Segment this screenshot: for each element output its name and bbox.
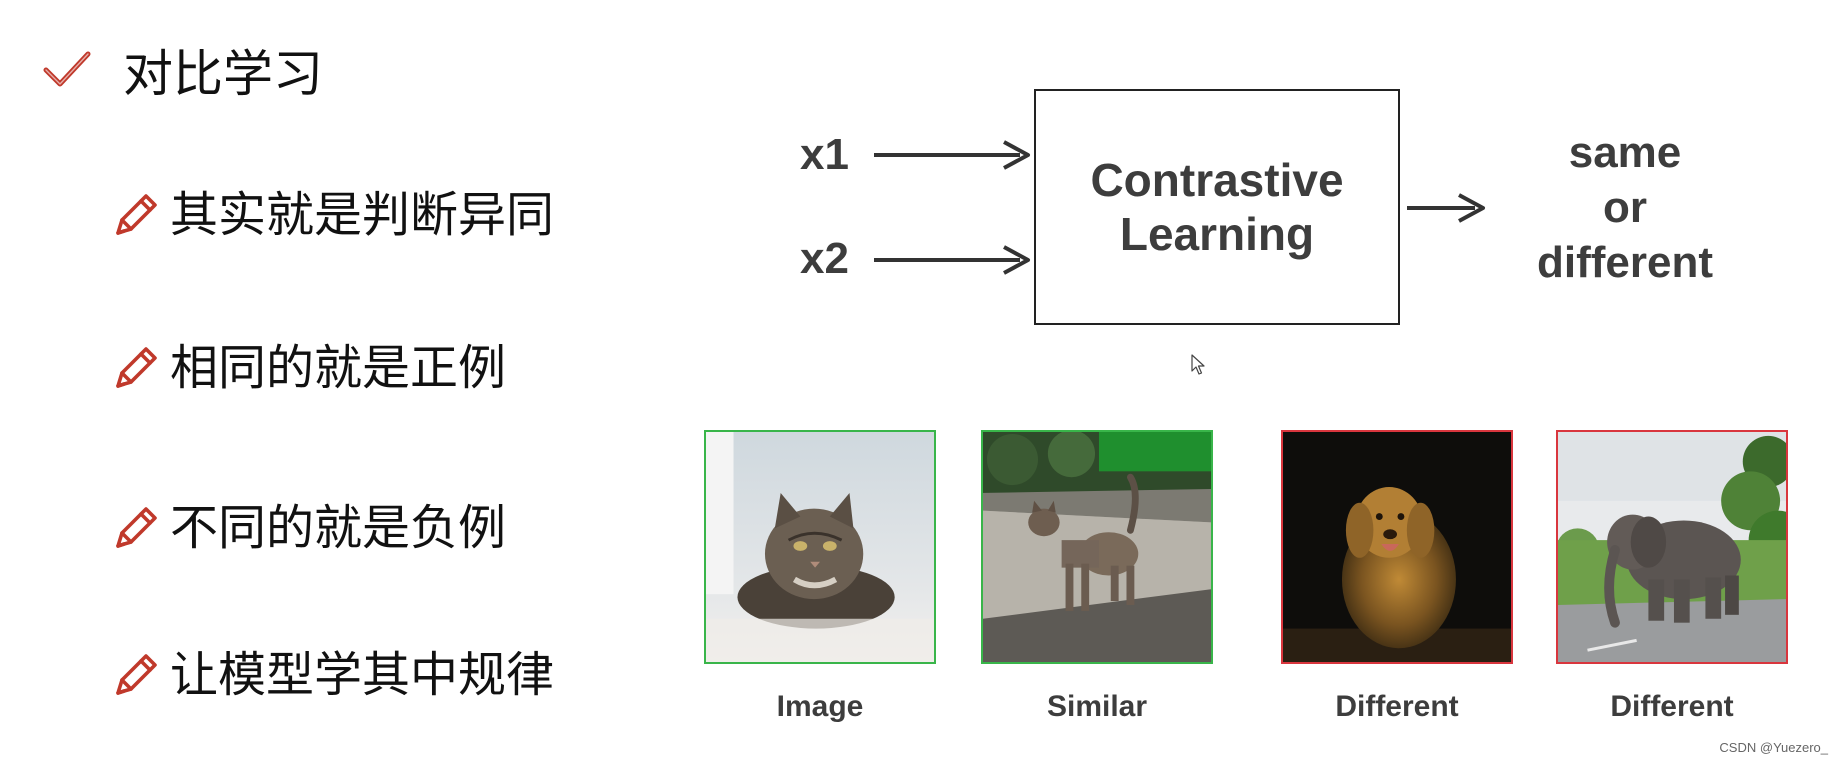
input-x2-label: x2 [800,234,849,283]
caption-image: Image [776,690,864,723]
image-thumb-similar [981,430,1213,664]
pencil-icon [110,342,160,394]
input-x1-label: x1 [800,130,849,179]
output-line: same [1568,128,1682,177]
page-title: 对比学习 [123,45,323,103]
caption-similar: Similar [1046,690,1148,723]
arrow-output-icon [1407,193,1485,223]
bullet-item: 让模型学其中规律 [110,643,554,707]
box-label-line: Learning [1119,208,1315,260]
bullet-text: 让模型学其中规律 [170,647,555,703]
cat-image [706,432,934,662]
bullet-item: 不同的就是负例 [110,496,506,560]
image-thumb-elephant [1556,430,1788,664]
caption-different-dog: Different [1335,690,1459,723]
output-label: same or different [1515,125,1735,290]
caption-different-elephant: Different [1610,690,1734,723]
output-line: different [1537,238,1713,287]
pencil-icon [110,649,160,701]
box-label-line: Contrastive [1090,154,1344,206]
arrow-x1-icon [874,140,1030,170]
arrow-x2-icon [874,245,1030,275]
pencil-icon [110,189,160,241]
output-line: or [1603,183,1647,232]
cursor-icon [1191,354,1205,375]
dog-image [1283,432,1511,662]
image-thumb-cat [704,430,936,664]
bullet-text: 不同的就是负例 [170,500,507,556]
bullet-item: 其实就是判断异同 [110,183,554,247]
contrastive-learning-box: Contrastive Learning [1034,89,1400,325]
bullet-text: 其实就是判断异同 [170,187,555,243]
elephant-image [1558,432,1786,662]
cat-walking-image [983,432,1211,662]
image-thumb-dog [1281,430,1513,664]
bullet-text: 相同的就是正例 [170,340,507,396]
check-icon [42,48,92,92]
bullet-item: 相同的就是正例 [110,336,506,400]
pencil-icon [110,502,160,554]
watermark: CSDN @Yuezero_ [1719,740,1828,755]
